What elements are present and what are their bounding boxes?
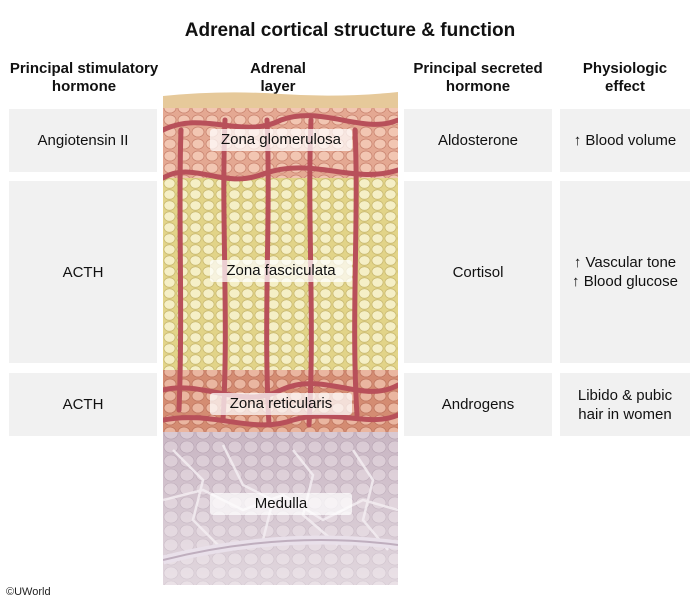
stimulus-text: ACTH [62, 263, 104, 281]
secreted-text: Aldosterone [437, 132, 519, 149]
header-physiologic-effect: Physiologic effect [560, 60, 690, 96]
label-zona-fasciculata: Zona fasciculata [210, 260, 352, 282]
cell-effect-glomerulosa: ↑ Blood volume [560, 109, 690, 172]
cell-stimulus-reticularis: ACTH [9, 373, 157, 436]
label-zona-reticularis: Zona reticularis [210, 393, 352, 415]
cell-secreted-fasciculata: Cortisol [404, 181, 552, 363]
header-adrenal-layer: Adrenal layer [218, 60, 338, 96]
effect-text: ↑ Blood volume [573, 132, 677, 149]
cell-secreted-glomerulosa: Aldosterone [404, 109, 552, 172]
effect-text-line2: hair in women [578, 405, 672, 423]
effect-text-line1: ↑ Vascular tone [573, 254, 677, 271]
stimulus-text: ACTH [62, 396, 104, 413]
header-secreted-line1: Principal secreted [413, 60, 543, 77]
copyright-text: ©UWorld [6, 586, 51, 598]
header-stimulatory-line2: hormone [51, 78, 117, 95]
header-stimulatory-hormone: Principal stimulatory hormone [0, 60, 168, 96]
effect-text-line2: ↑ Blood glucose [572, 273, 678, 290]
stimulus-text: Angiotensin II [37, 132, 129, 149]
header-layer-line1: Adrenal [250, 60, 306, 77]
diagram-title: Adrenal cortical structure & function [184, 20, 516, 41]
label-zona-glomerulosa: Zona glomerulosa [210, 129, 352, 151]
header-stimulatory-line1: Principal stimulatory [9, 60, 159, 77]
cell-secreted-reticularis: Androgens [404, 373, 552, 436]
header-secreted-line2: hormone [445, 78, 511, 95]
secreted-text: Androgens [441, 396, 515, 413]
cell-stimulus-glomerulosa: Angiotensin II [9, 109, 157, 172]
header-effect-line1: Physiologic [582, 60, 668, 77]
header-secreted-hormone: Principal secreted hormone [403, 60, 553, 96]
cell-effect-fasciculata: ↑ Vascular tone ↑ Blood glucose [560, 181, 690, 363]
cell-effect-reticularis: Libido & pubic hair in women [560, 373, 690, 436]
header-layer-line2: layer [260, 78, 296, 95]
header-effect-line2: effect [604, 78, 645, 95]
capsule-layer [163, 92, 398, 110]
label-medulla: Medulla [210, 493, 352, 515]
effect-text-line1: Libido & pubic [577, 386, 673, 404]
secreted-text: Cortisol [452, 263, 504, 281]
cell-stimulus-fasciculata: ACTH [9, 181, 157, 363]
